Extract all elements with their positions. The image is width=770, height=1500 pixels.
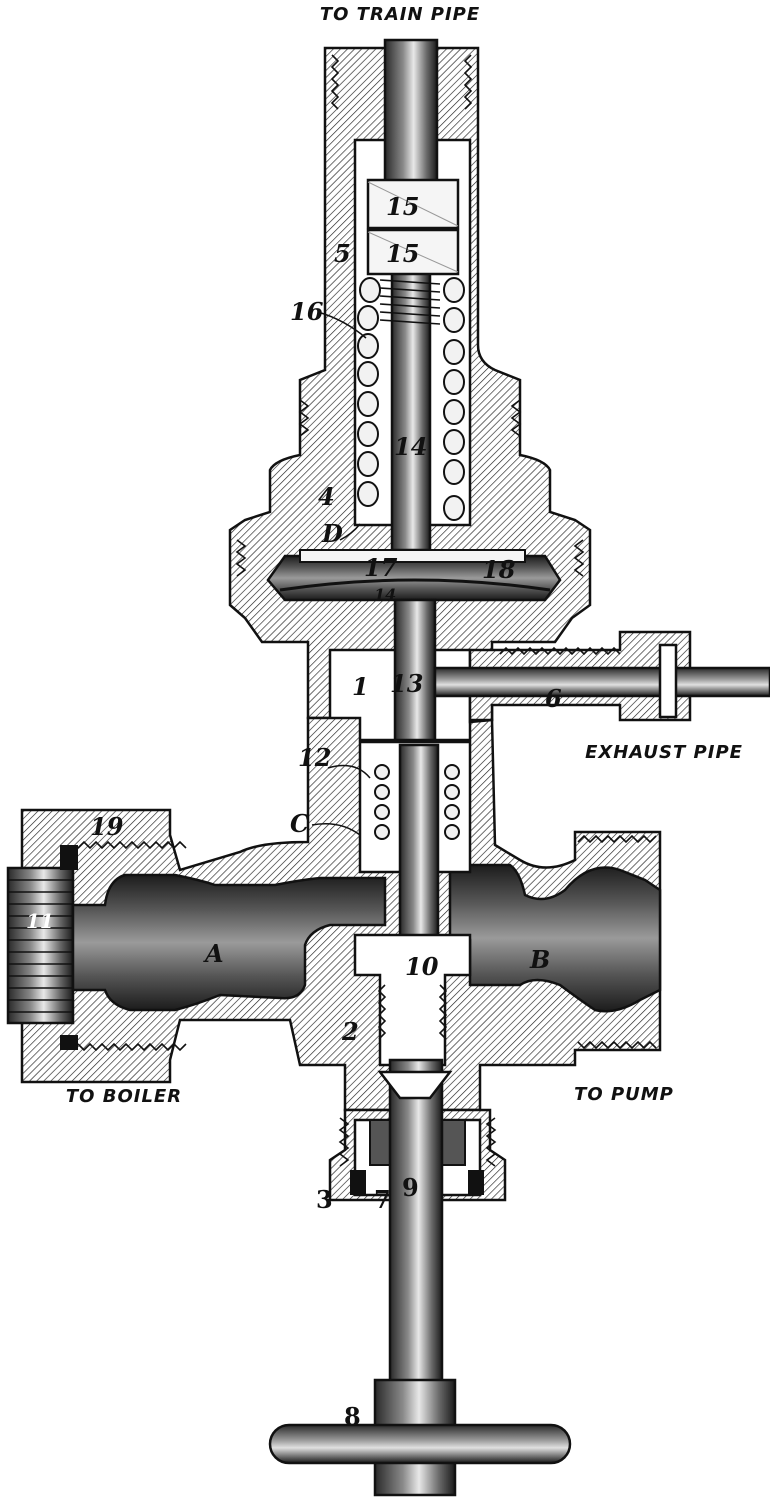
leader-D [339,523,361,541]
caption-exhaust-pipe: EXHAUST PIPE [585,742,743,763]
label-C: C [290,809,309,838]
label-12: 12 [298,743,331,772]
label-15-lower: 15 [386,239,419,268]
label-10: 10 [405,952,439,981]
label-19: 19 [90,812,124,841]
leader-12 [327,764,371,779]
check-valve-cage [358,740,472,947]
label-11: 11 [26,909,54,933]
label-1: 1 [352,672,369,701]
label-6: 6 [545,684,562,713]
label-14-upper: 14 [394,432,427,461]
spindle-thread [379,279,441,325]
label-3: 3 [316,1185,333,1214]
chamber-B [448,863,662,1013]
label-4: 4 [318,482,335,511]
exhaust-port [433,630,770,722]
label-B: B [529,945,550,974]
spindle-lower [388,1058,444,1392]
label-13: 13 [390,669,423,698]
label-5: 5 [334,239,351,268]
label-9: 9 [402,1173,419,1202]
leader-C [311,823,361,836]
diaphragm-chamber [266,554,562,602]
union-nut [6,845,78,1050]
label-17: 17 [364,553,398,582]
label-18: 18 [482,555,516,584]
diaphragm-follower [299,549,526,563]
spindle [390,268,432,552]
label-15-upper: 15 [386,192,419,221]
label-2: 2 [341,1017,359,1046]
diaphragm [279,578,551,592]
caption-pump: TO PUMP [574,1084,674,1105]
chamber-A [71,873,387,1012]
regulating-spring [357,277,465,521]
exhaust-pipe [433,666,770,698]
caption-train-pipe: TO TRAIN PIPE [320,4,480,25]
label-14-lower: 14 [374,585,396,604]
handwheel [268,1378,572,1497]
label-7: 7 [374,1185,391,1214]
label-A: A [203,939,224,968]
caption-boiler: TO BOILER [66,1086,182,1107]
label-8: 8 [344,1402,361,1431]
label-16: 16 [290,297,324,326]
leader-16 [317,311,367,339]
valve-stem [393,598,437,752]
valve-disc [377,1070,453,1100]
label-D: D [321,519,343,548]
